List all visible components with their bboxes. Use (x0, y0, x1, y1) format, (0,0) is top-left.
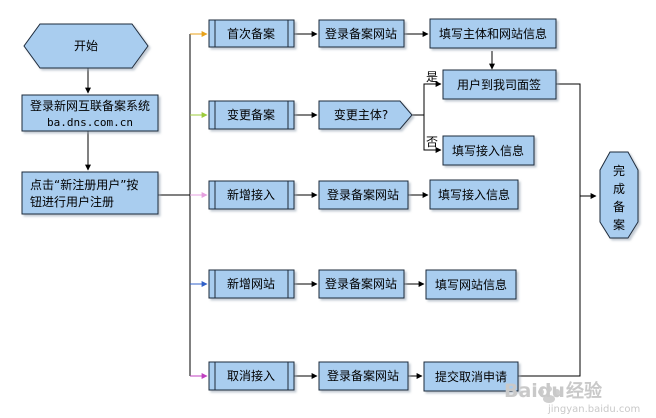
access-login-label: 登录备案网站 (327, 187, 399, 202)
new-site-node: 新增网站 (208, 269, 295, 299)
register-label-line1: 点击“新注册用户”按 (30, 177, 138, 192)
change-subject-decision: 变更主体? (318, 100, 413, 130)
login-system-label: 登录新网互联备案系统 (30, 98, 150, 113)
cancel-login-label: 登录备案网站 (327, 368, 399, 383)
change-filing-label: 变更备案 (227, 107, 275, 122)
access-fill-label: 填写接入信息 (438, 187, 510, 202)
site-fill-label: 填写网站信息 (435, 277, 507, 292)
complete-char: 案 (613, 217, 625, 232)
complete-char: 备 (613, 200, 625, 214)
login-system-url: ba.dns.com.cn (47, 116, 133, 129)
decision-yes-label: 是 (426, 70, 438, 84)
paw-logo-icon (538, 386, 560, 403)
connectors (85, 31, 597, 379)
login-system-node: 登录新网互联备案系统 ba.dns.com.cn (21, 94, 159, 132)
change-fill-access-label: 填写接入信息 (452, 143, 524, 158)
site-login-label: 登录备案网站 (325, 276, 397, 291)
first-filing-node: 首次备案 (208, 19, 295, 48)
change-subject-label: 变更主体? (334, 107, 388, 122)
change-filing-node: 变更备案 (208, 100, 295, 130)
arrow-change-no (423, 115, 442, 153)
site-login-node: 登录备案网站 (318, 269, 405, 299)
first-fill-info-label: 填写主体和网站信息 (439, 26, 547, 41)
new-access-label: 新增接入 (227, 187, 275, 202)
register-label-line2: 钮进行用户注册 (30, 194, 114, 209)
watermark-brand: Baidu (504, 380, 565, 402)
cancel-access-label: 取消接入 (227, 368, 275, 383)
start-label: 开始 (74, 39, 98, 53)
start-node: 开始 (23, 23, 149, 69)
first-login-label: 登录备案网站 (325, 26, 397, 41)
cancel-access-node: 取消接入 (208, 361, 295, 391)
watermark-brand-cn: 经验 (566, 380, 603, 402)
access-login-node: 登录备案网站 (318, 180, 409, 210)
new-access-node: 新增接入 (208, 180, 295, 210)
arrow-cancel-to-complete (518, 196, 581, 377)
complete-node: 完 成 备 案 (599, 151, 639, 239)
signing-label: 用户到我司面签 (457, 77, 541, 92)
cancel-submit-node: 提交取消申请 (423, 361, 519, 392)
complete-char: 成 (613, 182, 625, 196)
watermark-url: jingyan.baidu.com (547, 404, 640, 415)
signing-node: 用户到我司面签 (442, 69, 557, 100)
baidu-watermark: Baidu 经验 jingyan.baidu.com (504, 380, 640, 415)
cancel-login-node: 登录备案网站 (318, 361, 409, 391)
first-filing-label: 首次备案 (227, 26, 275, 41)
first-fill-info-node: 填写主体和网站信息 (429, 18, 557, 49)
register-node: 点击“新注册用户”按 钮进行用户注册 (21, 171, 159, 215)
site-fill-node: 填写网站信息 (425, 269, 517, 300)
new-site-label: 新增网站 (227, 276, 275, 291)
complete-char: 完 (613, 163, 625, 178)
arrow-signing-to-complete (556, 83, 597, 199)
arrow-change-yes (412, 81, 442, 116)
decision-no-label: 否 (426, 135, 438, 149)
change-fill-access-node: 填写接入信息 (442, 135, 535, 166)
access-fill-node: 填写接入信息 (429, 179, 519, 210)
cancel-submit-label: 提交取消申请 (435, 369, 507, 384)
first-login-node: 登录备案网站 (318, 19, 405, 48)
